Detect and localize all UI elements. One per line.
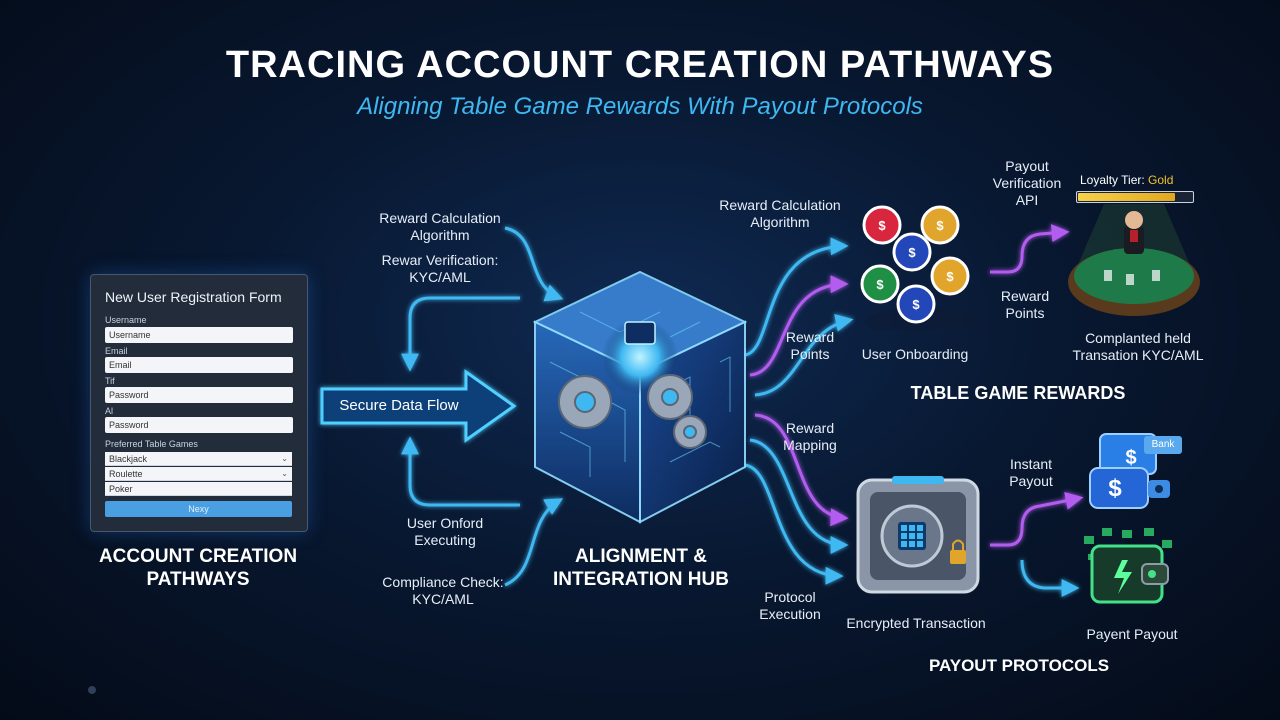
casino-chips-icon: $ $ $ $ $ $ — [860, 205, 982, 330]
loyalty-tier-label: Loyalty Tier: Gold — [1080, 173, 1173, 187]
link-vault-to-wallet — [1020, 559, 1080, 597]
link-hub-to-chips-2 — [749, 275, 849, 377]
completed-transaction-label: Complanted held Transation KYC/AML — [1072, 330, 1204, 363]
field-label-password-2: Al — [105, 406, 114, 416]
loyalty-progress-bar — [1076, 191, 1194, 203]
payout-protocols-label: PAYOUT PROTOCOLS — [928, 656, 1110, 675]
loyalty-tier-value: Gold — [1148, 173, 1174, 187]
email-input[interactable]: Email — [105, 357, 293, 373]
link-hub-to-chips-3 — [754, 314, 854, 397]
game-option-blackjack[interactable]: Blackjack ⌄ — [105, 452, 292, 466]
label-protocol-execution: Protocol Execution — [759, 589, 821, 622]
secure-flow-arrow — [320, 369, 517, 443]
page-title: TRACING ACCOUNT CREATION PATHWAYS — [225, 44, 1055, 86]
loyalty-progress-fill — [1078, 193, 1175, 201]
card-table-dealer-icon — [1068, 204, 1200, 316]
svg-text:$: $ — [912, 297, 920, 312]
label-reward-calc-in: Reward Calculation Algorithm — [379, 210, 501, 243]
link-chips-to-table — [990, 224, 1070, 274]
field-label-username: Username — [105, 315, 147, 325]
confirm-password-input[interactable]: Password — [105, 417, 293, 433]
game-option-poker[interactable]: Poker — [105, 482, 292, 496]
label-user-onford: User Onford Executing — [406, 515, 484, 548]
user-onboarding-label: User Onboarding — [861, 346, 969, 362]
password-input[interactable]: Password — [105, 387, 293, 403]
games-label: Preferred Table Games — [105, 439, 198, 449]
label-reward-verification: Rewar Verification: KYC/AML — [381, 252, 499, 285]
bank-payment-card-icon: $ $ — [1089, 433, 1170, 509]
secure-flow-label: Secure Data Flow — [339, 397, 459, 414]
encrypted-transaction-label: Encrypted Transaction — [846, 615, 986, 631]
hub-cube-icon — [532, 270, 748, 524]
label-reward-points: Reward Points — [785, 329, 835, 362]
link-compliance-in — [504, 498, 564, 587]
decorative-dot — [88, 686, 96, 694]
next-button[interactable]: Nexy — [105, 501, 292, 517]
registration-form: New User Registration Form Username User… — [90, 274, 308, 532]
chevron-down-icon: ⌄ — [281, 469, 288, 478]
svg-text:$: $ — [946, 269, 954, 284]
svg-text:$: $ — [936, 218, 944, 233]
label-reward-mapping: Reward Mapping — [783, 420, 837, 453]
label-compliance-check: Compliance Check: KYC/AML — [382, 574, 504, 607]
field-label-password-1: Tif — [105, 376, 115, 386]
chevron-down-icon: ⌄ — [281, 454, 288, 463]
svg-text:$: $ — [908, 245, 916, 260]
link-hub-to-vault-3 — [744, 463, 844, 585]
svg-text:$: $ — [1125, 447, 1136, 469]
account-pathways-label: ACCOUNT CREATION PATHWAYS — [98, 546, 298, 590]
link-vault-to-bank — [990, 491, 1084, 547]
field-label-email: Email — [105, 346, 128, 356]
secure-vault-icon — [856, 476, 980, 594]
hub-label: ALIGNMENT & INTEGRATION HUB — [553, 546, 729, 590]
payment-payout-label: Payent Payout — [1086, 626, 1178, 642]
link-hub-to-chips-1 — [744, 237, 849, 357]
loyalty-prefix: Loyalty Tier: — [1080, 173, 1149, 187]
game-option-label: Poker — [109, 484, 133, 494]
svg-text:$: $ — [878, 218, 886, 233]
game-option-label: Roulette — [109, 469, 143, 479]
reward-points-label: Reward Points — [1000, 288, 1050, 321]
link-hub-to-vault-1 — [754, 413, 849, 527]
form-title: New User Registration Form — [105, 289, 282, 305]
instant-payout-label: Instant Payout — [1009, 456, 1053, 489]
link-user-onboard-loop — [401, 436, 520, 507]
link-hub-to-vault-2 — [749, 438, 849, 554]
link-verification-loop — [401, 296, 520, 372]
page-subtitle: Aligning Table Game Rewards With Payout … — [357, 93, 923, 120]
svg-text:$: $ — [1108, 475, 1122, 502]
table-rewards-label: TABLE GAME REWARDS — [910, 383, 1126, 403]
svg-text:$: $ — [876, 277, 884, 292]
link-reward-calc-in — [504, 226, 564, 302]
username-input[interactable]: Username — [105, 327, 293, 343]
digital-wallet-icon — [1084, 528, 1172, 604]
bank-tag: Bank — [1144, 436, 1182, 454]
game-option-label: Blackjack — [109, 454, 148, 464]
game-option-roulette[interactable]: Roulette ⌄ — [105, 467, 292, 481]
payout-api-label: Payout Verification API — [992, 158, 1062, 208]
label-reward-calc-out: Reward Calculation Algorithm — [719, 197, 841, 230]
